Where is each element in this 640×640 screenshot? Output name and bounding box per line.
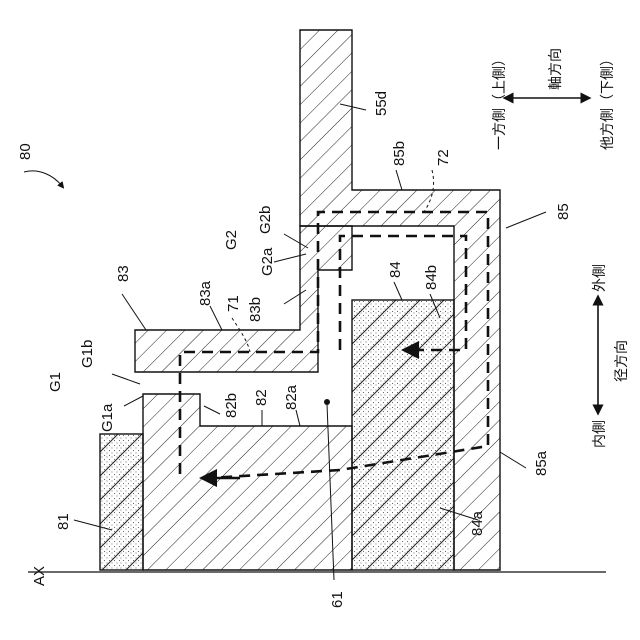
label-g2: G2 (223, 230, 240, 250)
leader-83a (210, 306, 222, 330)
leader-83 (122, 294, 146, 330)
label-61: 61 (329, 591, 346, 608)
leader-85a (500, 452, 526, 468)
label-83b: 83b (247, 297, 264, 322)
label-84a: 84a (469, 510, 486, 536)
part-84-magnet (352, 300, 454, 570)
leader-82a (296, 410, 300, 426)
label-81: 81 (55, 513, 72, 530)
radial-outer: 外側 (592, 264, 608, 292)
label-72: 72 (435, 149, 452, 166)
label-85: 85 (555, 203, 572, 220)
leader-85b (396, 170, 402, 190)
label-82: 82 (253, 389, 270, 406)
label-g2a: G2a (259, 247, 276, 276)
label-84b: 84b (423, 265, 440, 290)
label-55d: 55d (373, 91, 390, 116)
label-g2b: G2b (257, 206, 274, 234)
axial-one-side: 一方側（上側） (492, 52, 508, 150)
label-85a: 85a (533, 450, 550, 476)
label-85b: 85b (391, 141, 408, 166)
radial-title: 径方向 (614, 340, 630, 382)
leader-85 (506, 212, 546, 228)
leader-80 (24, 171, 62, 186)
leader-g1b (112, 374, 140, 384)
label-82b: 82b (223, 393, 240, 418)
label-g1b: G1b (79, 340, 96, 368)
leader-82b (204, 406, 220, 414)
radial-inner: 内側 (592, 420, 608, 448)
label-84: 84 (387, 261, 404, 278)
axial-other-side: 他方側（下側） (600, 52, 616, 150)
part-82-body (143, 394, 352, 570)
part-81-block (100, 434, 143, 570)
label-71: 71 (225, 295, 242, 312)
axial-title: 軸方向 (548, 48, 564, 90)
label-82a: 82a (283, 384, 300, 410)
leader-g1a (124, 396, 143, 406)
label-g1: G1 (47, 372, 64, 392)
label-83a: 83a (197, 280, 214, 306)
part-83-bracket (135, 226, 352, 372)
label-g1a: G1a (99, 403, 116, 432)
label-83: 83 (115, 265, 132, 282)
axis-label: AX (31, 566, 48, 586)
label-80: 80 (17, 143, 34, 160)
